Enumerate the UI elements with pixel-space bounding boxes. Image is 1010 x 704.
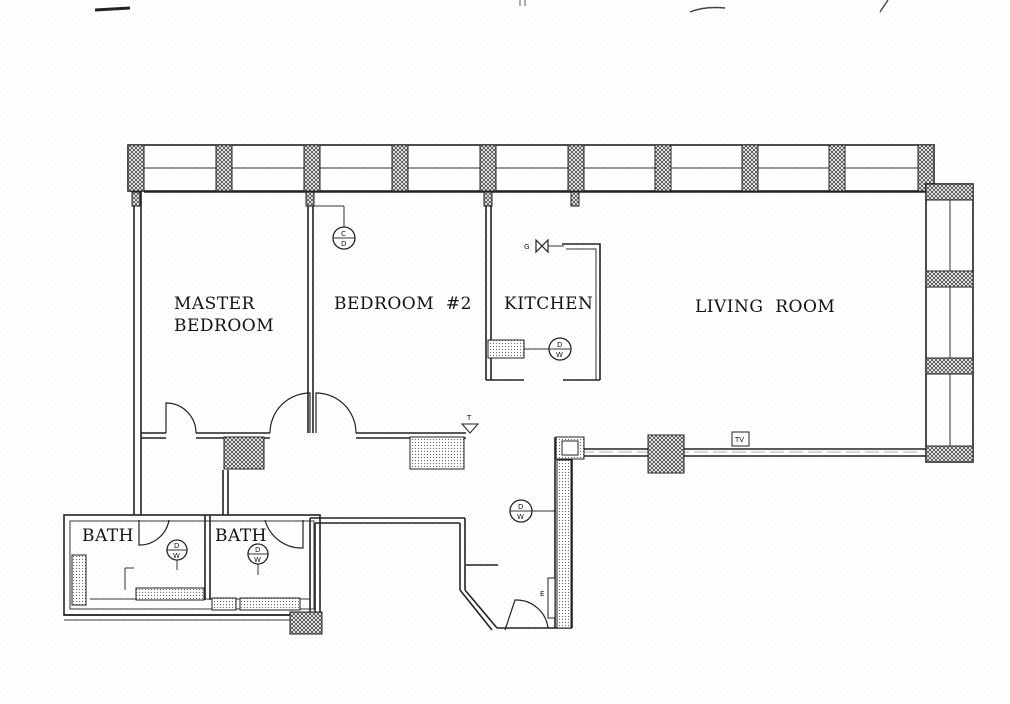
gas-valve-icon: G bbox=[524, 238, 564, 254]
dw-outlet-bath-left-icon: D W bbox=[166, 539, 188, 570]
dw-bath-right-bottom: W bbox=[254, 556, 261, 564]
room-label-master-2: BEDROOM bbox=[174, 316, 274, 336]
dw-hall-top: D bbox=[518, 503, 523, 511]
room-label-kitchen: KITCHEN bbox=[504, 294, 593, 314]
structural-blocks bbox=[71, 339, 685, 635]
dw-kitchen-bottom: W bbox=[556, 351, 563, 359]
column-piers-top bbox=[127, 144, 935, 192]
doors bbox=[124, 392, 549, 631]
room-label-bedroom2: BEDROOM #2 bbox=[334, 294, 472, 314]
dw-outlet-bath-right-icon: D W bbox=[247, 543, 269, 575]
dw-outlet-kitchen-icon: D W bbox=[524, 337, 572, 361]
dw-kitchen-top: D bbox=[557, 341, 562, 349]
electric-panel-icon: E bbox=[540, 577, 556, 619]
gas-label: G bbox=[524, 243, 529, 251]
door-stops bbox=[131, 191, 580, 207]
room-label-bath-left: BATH bbox=[82, 526, 134, 546]
dw-outlet-hall-icon: D W bbox=[509, 499, 556, 523]
electric-label: E bbox=[540, 590, 544, 598]
room-label-master-1: MASTER bbox=[174, 294, 256, 314]
cd-label-top: C bbox=[341, 230, 346, 238]
walls bbox=[63, 191, 926, 631]
tv-label: TV bbox=[734, 436, 744, 444]
dw-hall-bottom: W bbox=[517, 513, 524, 521]
window-band-right bbox=[925, 183, 974, 463]
room-label-living-room: LIVING ROOM bbox=[695, 297, 835, 317]
dw-bath-left-top: D bbox=[174, 542, 179, 550]
dw-bath-right-top: D bbox=[255, 546, 260, 554]
cd-outlet-icon: C D bbox=[313, 205, 356, 250]
tv-outlet-icon: TV bbox=[731, 431, 750, 447]
dw-bath-left-bottom: W bbox=[173, 552, 180, 560]
room-label-bath-right: BATH bbox=[215, 526, 267, 546]
cd-label-bottom: D bbox=[341, 240, 346, 248]
scan-marks bbox=[94, 0, 889, 13]
thermostat-icon: T bbox=[460, 414, 480, 434]
thermostat-label: T bbox=[466, 414, 472, 422]
